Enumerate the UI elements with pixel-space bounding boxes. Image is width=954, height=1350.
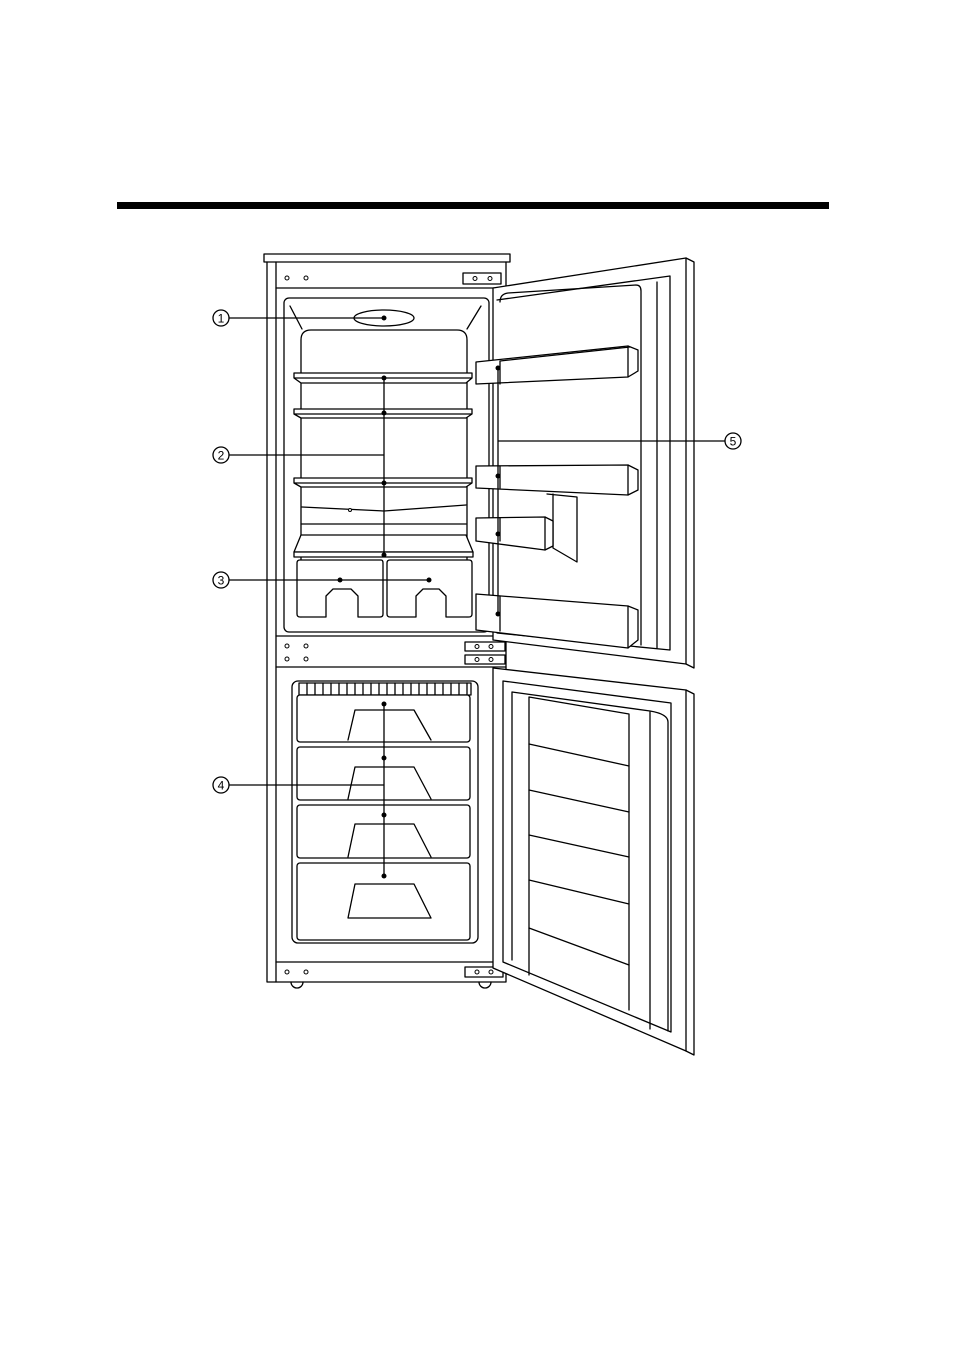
foot-right <box>479 982 491 988</box>
hinge-top <box>463 273 501 284</box>
callout-1-dot <box>382 316 387 321</box>
callout-2-dot <box>382 553 387 558</box>
freezer-grille <box>299 683 471 695</box>
callout-4-dot <box>382 874 387 879</box>
freezer-grille-slats <box>307 683 467 695</box>
callout-5-dot <box>496 532 501 537</box>
door-balcony-small <box>476 517 553 550</box>
fridge-compartment <box>284 298 489 632</box>
crisper-drawer-left <box>297 560 383 617</box>
freezer-compartment <box>292 681 478 943</box>
callout-2-leader <box>229 378 384 555</box>
callout-4-dot <box>382 813 387 818</box>
crisper-drawer-right <box>387 560 472 617</box>
cabinet-top-cap <box>264 254 510 262</box>
hinge-middle-lower <box>465 655 505 664</box>
callout-2-dot <box>382 481 387 486</box>
screw-hole <box>304 276 308 280</box>
callout-2-dot <box>382 411 387 416</box>
screw-hole <box>304 657 308 661</box>
callout-4-label: 4 <box>218 779 225 793</box>
screw-hole <box>285 970 289 974</box>
hinge-middle-upper <box>465 642 505 651</box>
callout-2: 2 <box>213 376 387 558</box>
callout-3-dot <box>427 578 432 583</box>
callout-5-dot <box>496 366 501 371</box>
callout-3-dot <box>338 578 343 583</box>
callout-3-label: 3 <box>218 574 225 588</box>
callout-5-dot <box>496 612 501 617</box>
freezer-door <box>493 668 694 1055</box>
callout-2-label: 2 <box>218 449 225 463</box>
callout-5-label: 5 <box>730 435 737 449</box>
screw-hole <box>304 644 308 648</box>
callout-4-dot <box>382 756 387 761</box>
callout-2-dot <box>382 376 387 381</box>
screw-hole <box>285 276 289 280</box>
screw-hole <box>285 657 289 661</box>
callout-1-label: 1 <box>218 312 225 326</box>
screw-hole <box>304 970 308 974</box>
header-rule <box>117 202 829 209</box>
screw-hole <box>285 644 289 648</box>
fridge-door <box>476 258 694 668</box>
freezer-door-outline <box>493 668 694 1055</box>
foot-left <box>291 982 303 988</box>
callout-5-dot <box>496 474 501 479</box>
callout-4-dot <box>382 702 387 707</box>
drain-hole <box>349 509 352 512</box>
